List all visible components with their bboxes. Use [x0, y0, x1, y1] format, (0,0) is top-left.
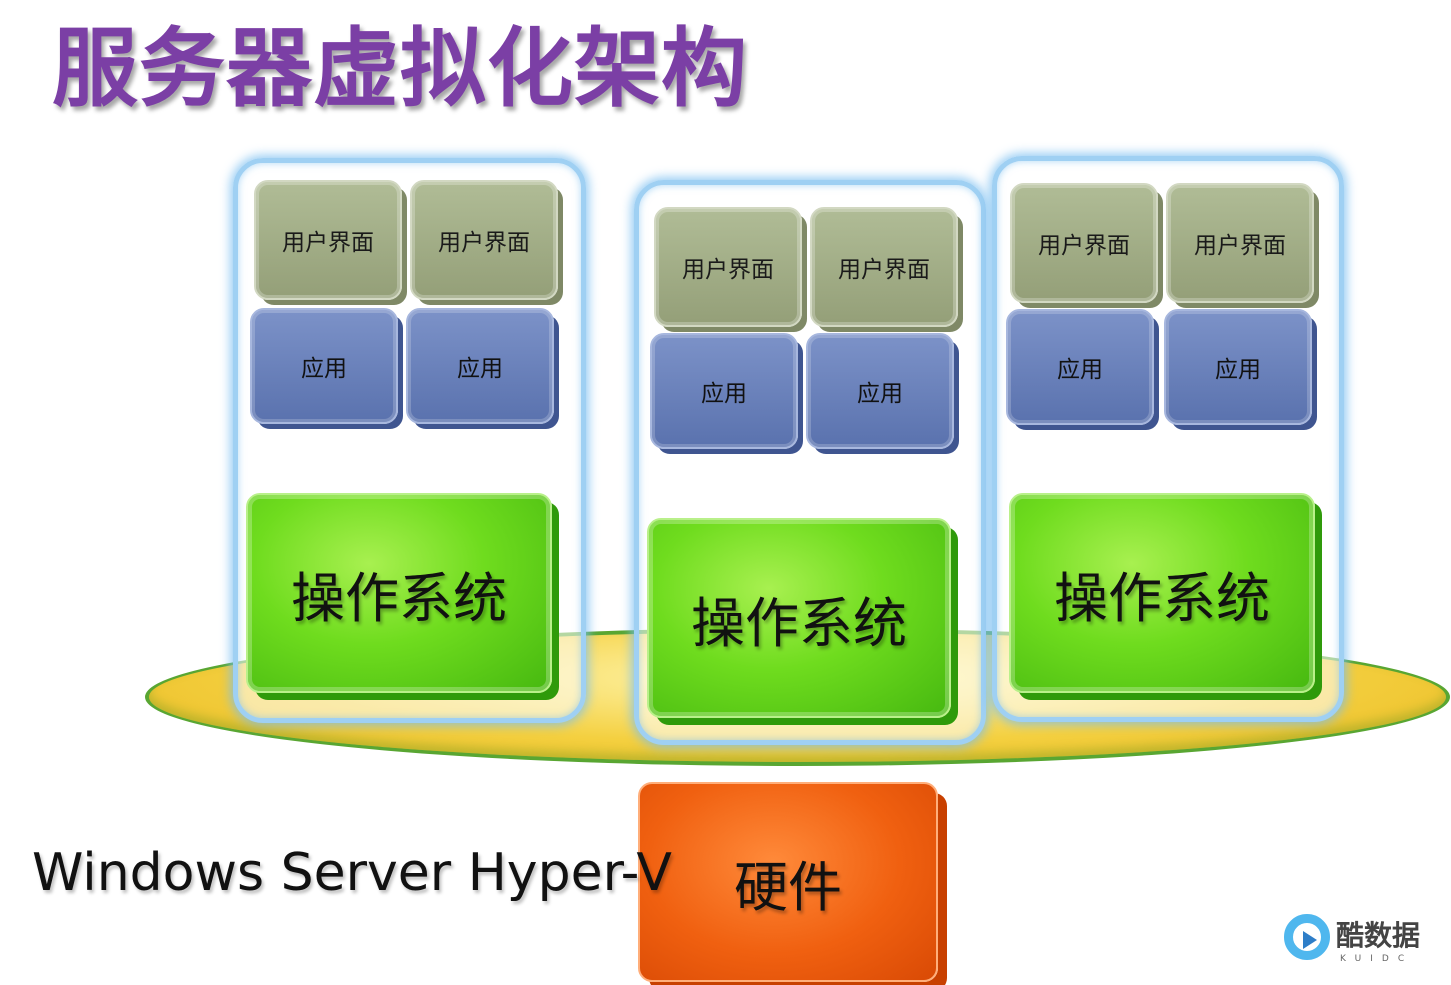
hardware-block: 硬件 [638, 782, 938, 982]
application-block: 应用 [650, 333, 798, 449]
watermark-subtext: KUIDC [1340, 954, 1414, 964]
hypervisor-label: Windows Server Hyper-V [32, 843, 672, 903]
application-block: 应用 [1006, 309, 1154, 425]
operating-system-block: 操作系统 [1009, 493, 1315, 693]
user-interface-block: 用户界面 [654, 207, 802, 327]
application-block: 应用 [250, 308, 398, 424]
user-interface-block: 用户界面 [1010, 183, 1158, 303]
operating-system-block: 操作系统 [647, 518, 951, 718]
user-interface-block: 用户界面 [1166, 183, 1314, 303]
watermark-text: 酷数据 [1336, 919, 1421, 952]
diagram-title: 服务器虚拟化架构 [52, 19, 748, 119]
watermark-logo-icon [1284, 914, 1330, 960]
user-interface-block: 用户界面 [410, 180, 558, 300]
operating-system-block: 操作系统 [246, 493, 552, 693]
application-block: 应用 [806, 333, 954, 449]
user-interface-block: 用户界面 [810, 207, 958, 327]
user-interface-block: 用户界面 [254, 180, 402, 300]
application-block: 应用 [1164, 309, 1312, 425]
application-block: 应用 [406, 308, 554, 424]
